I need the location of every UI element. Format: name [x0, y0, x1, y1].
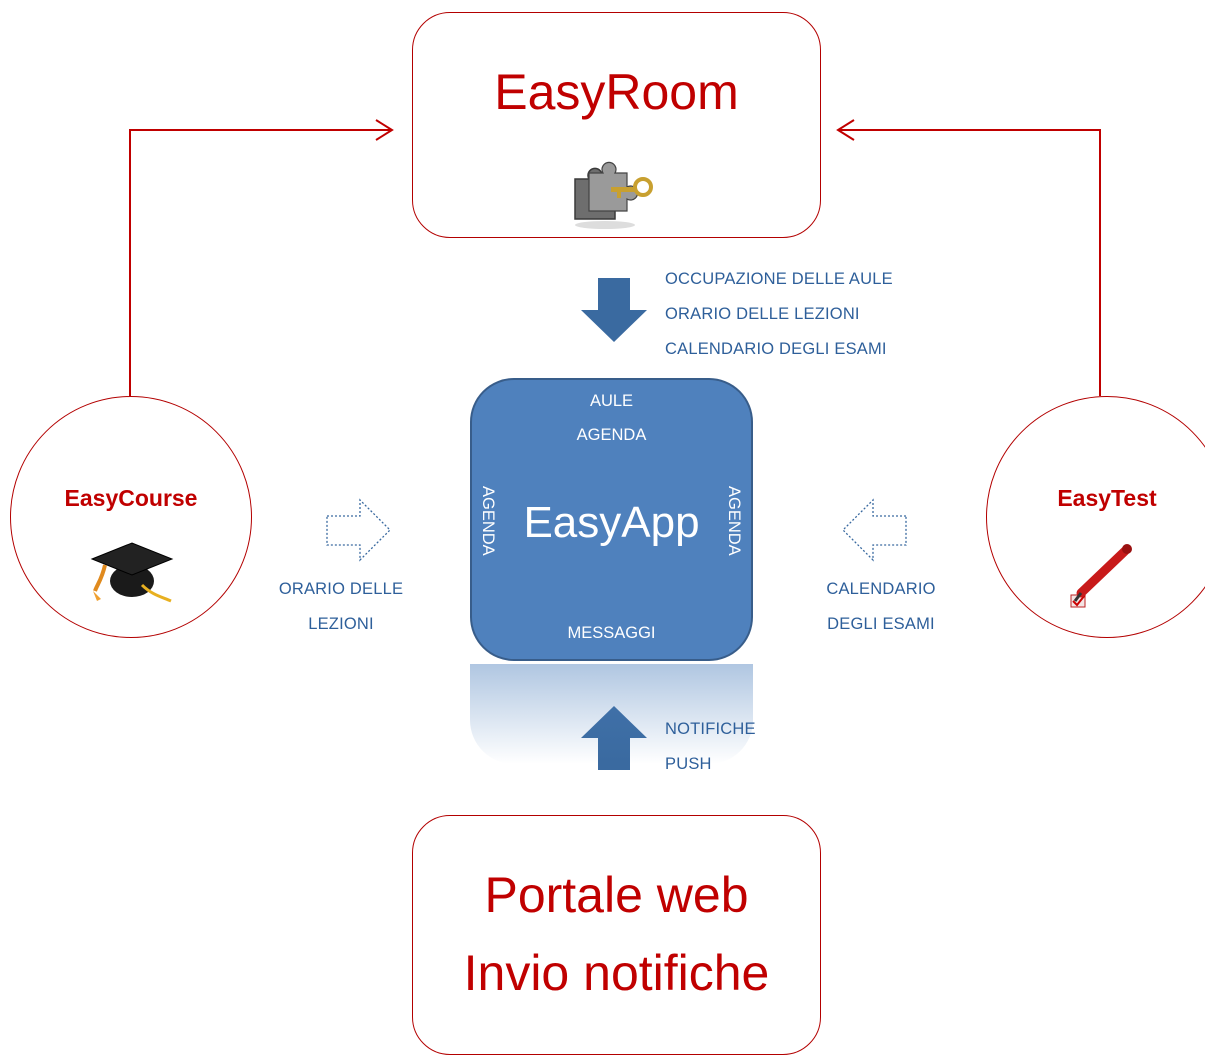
easycourse-circle: EasyCourse [10, 396, 252, 638]
easyroom-outputs-line2: ORARIO DELLE LEZIONI [665, 305, 860, 323]
easyapp-box: AULE AGENDA EasyApp AGENDA AGENDA MESSAG… [470, 378, 753, 661]
easycourse-title: EasyCourse [64, 485, 198, 511]
pencil-check-icon [1070, 544, 1132, 608]
dotted-left-arrow [842, 498, 907, 562]
right-connector [836, 119, 1101, 396]
easyroom-box: EasyRoom [412, 12, 821, 238]
easyroom-title: EasyRoom [494, 64, 739, 120]
easycourse-output-line1: ORARIO DELLE [278, 580, 404, 598]
down-arrow [581, 278, 647, 342]
easyroom-outputs-line3: CALENDARIO DEGLI ESAMI [665, 340, 887, 358]
app-agenda-left-label: AGENDA [479, 486, 497, 556]
app-agenda-top-label: AGENDA [576, 426, 647, 444]
connectors [129, 119, 1101, 770]
graduation-cap-icon [90, 542, 174, 603]
app-messaggi-label: MESSAGGI [567, 624, 656, 642]
push-label-line1: NOTIFICHE [665, 720, 756, 738]
easycourse-output-line2: LEZIONI [308, 615, 374, 633]
up-arrow [581, 706, 647, 770]
easytest-title: EasyTest [1057, 485, 1157, 511]
easyapp-title: EasyApp [523, 498, 700, 547]
portale-web-line1: Portale web [484, 867, 749, 923]
easytest-output-line2: DEGLI ESAMI [827, 615, 935, 633]
easytest-output-line1: CALENDARIO [826, 580, 936, 598]
left-connector [129, 119, 394, 396]
dotted-right-arrow [326, 498, 391, 562]
portale-web-line2: Invio notifiche [463, 945, 770, 1001]
easytest-circle: EasyTest [986, 396, 1205, 638]
puzzle-key-icon [574, 161, 653, 229]
portale-web-box: Portale web Invio notifiche [412, 815, 821, 1055]
easyroom-outputs-line1: OCCUPAZIONE DELLE AULE [665, 270, 893, 288]
app-aule-label: AULE [589, 392, 634, 410]
push-label-line2: PUSH [665, 755, 712, 773]
easyapp-reflection [470, 664, 753, 764]
app-agenda-right-label: AGENDA [725, 486, 743, 556]
